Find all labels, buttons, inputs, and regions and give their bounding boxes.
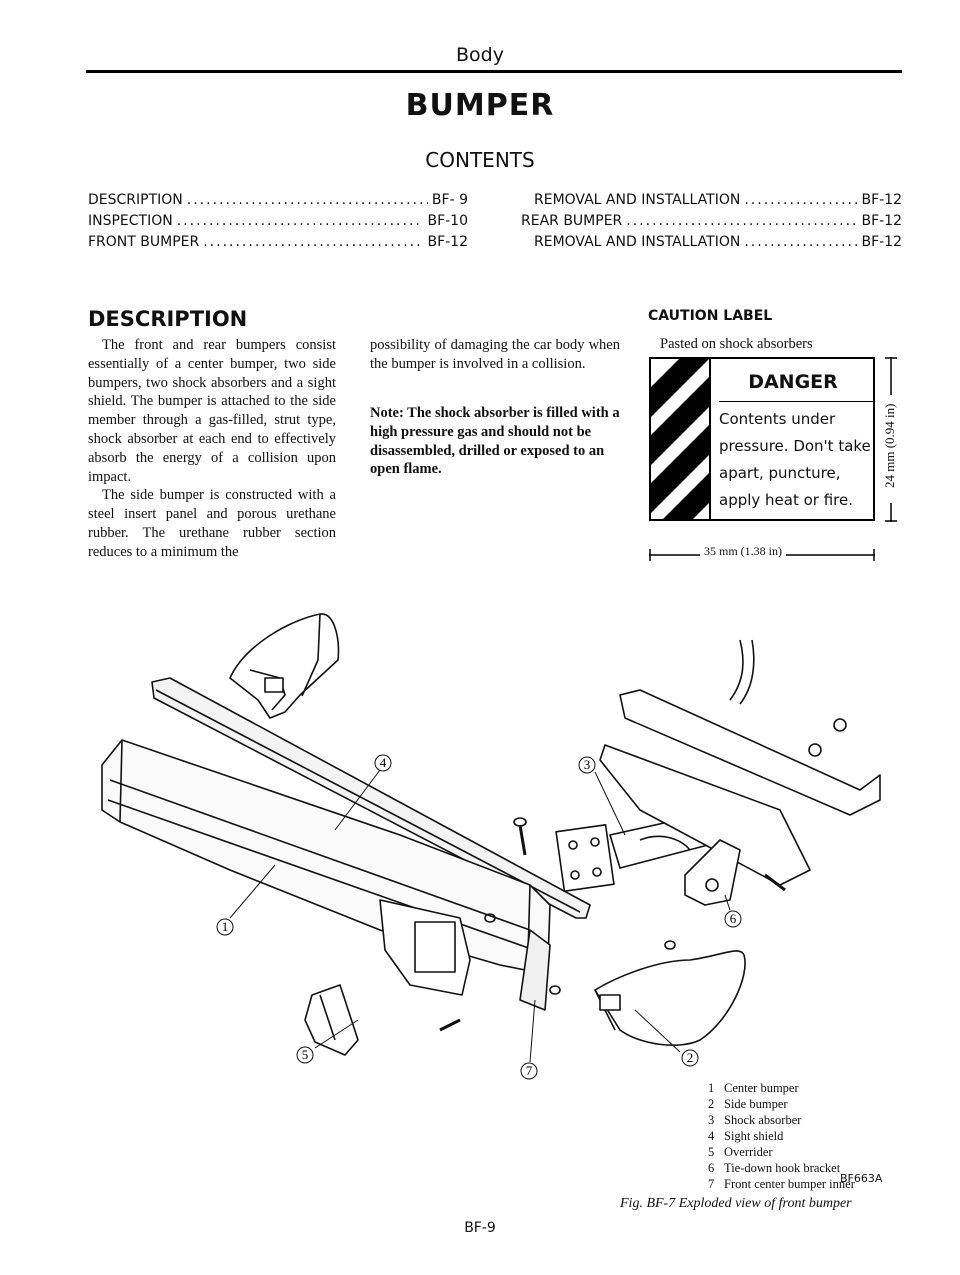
description-column-1: The front and rear bumpers consist essen… (88, 336, 336, 562)
toc-page: BF-12 (861, 234, 902, 250)
toc-label: FRONT BUMPER (88, 234, 200, 250)
toc-page: BF-12 (861, 192, 902, 208)
page-number: BF-9 (464, 1220, 496, 1236)
toc-entry[interactable]: REAR BUMPER BF-12 (521, 213, 902, 233)
danger-text-line: pressure. Don't take (719, 437, 871, 455)
svg-text:2: 2 (687, 1050, 694, 1065)
callout-7: 7 (520, 1062, 538, 1080)
description-column-2: possibility of damaging the car body whe… (370, 336, 620, 374)
toc-entry[interactable]: REMOVAL AND INSTALLATION BF-12 (534, 192, 902, 212)
center-bumper-inner (379, 899, 551, 1011)
height-dimension-label: 24 mm (0.94 in) (882, 403, 897, 489)
toc-entry[interactable]: INSPECTION BF-10 (88, 213, 468, 233)
toc-entry[interactable]: REMOVAL AND INSTALLATION BF-12 (534, 234, 902, 254)
toc-page: BF- 9 (431, 192, 468, 208)
danger-text-line: Contents under (719, 410, 836, 428)
width-dimension-label: 35 mm (1.38 in) (700, 544, 786, 559)
svg-text:5: 5 (302, 1047, 309, 1062)
header-rule (86, 70, 902, 73)
bolts (439, 817, 676, 1032)
side-bumper-right (594, 950, 746, 1046)
danger-text-line: apply heat or fire. (719, 491, 854, 509)
toc-label: INSPECTION (88, 213, 173, 229)
callout-4: 4 (374, 754, 392, 772)
toc-page: BF-10 (427, 213, 468, 229)
height-dimension (884, 357, 898, 522)
svg-text:4: 4 (380, 755, 387, 770)
description-heading: DESCRIPTION (88, 307, 248, 331)
toc-label: REAR BUMPER (521, 213, 623, 229)
sight-shield (151, 677, 591, 919)
callout-2: 2 (681, 1049, 699, 1067)
description-paragraph: The side bumper is constructed with a st… (88, 487, 336, 560)
svg-text:6: 6 (730, 911, 737, 926)
exploded-view-diagram: 1 2 3 4 5 6 7 (101, 613, 881, 1080)
caution-subheading: Pasted on shock absorbers (660, 336, 813, 352)
caution-heading: CAUTION LABEL (648, 308, 773, 324)
toc-entry[interactable]: FRONT BUMPER BF-12 (88, 234, 468, 254)
description-paragraph: The front and rear bumpers consist essen… (88, 337, 336, 485)
toc-label: REMOVAL AND INSTALLATION (534, 234, 741, 250)
toc-label: DESCRIPTION (88, 192, 183, 208)
figure-code: BF663A (840, 1172, 883, 1185)
side-bumper-left (229, 613, 340, 719)
callout-5: 5 (296, 1046, 314, 1064)
callout-6: 6 (724, 910, 742, 928)
danger-label: DANGER Contents under pressure. Don't ta… (649, 357, 875, 521)
callout-3: 3 (578, 756, 596, 774)
note: Note: The shock absorber is filled with … (370, 405, 620, 478)
toc-page: BF-12 (427, 234, 468, 250)
svg-text:1: 1 (222, 919, 229, 934)
toc-label: REMOVAL AND INSTALLATION (534, 192, 741, 208)
figure-caption: Fig. BF-7 Exploded view of front bumper (620, 1196, 852, 1211)
tie-down-hook-bracket (684, 839, 786, 906)
svg-text:3: 3 (584, 757, 591, 772)
toc-entry[interactable]: DESCRIPTION BF- 9 (88, 192, 468, 212)
description-paragraph: possibility of damaging the car body whe… (370, 337, 620, 372)
callout-1: 1 (216, 918, 234, 936)
page-title: BUMPER (405, 88, 555, 123)
section-header: Body (456, 44, 504, 66)
contents-heading: CONTENTS (425, 148, 535, 172)
danger-word: DANGER (748, 371, 838, 393)
svg-text:7: 7 (526, 1063, 533, 1078)
overrider (304, 984, 359, 1056)
hazard-stripes (651, 359, 709, 519)
toc-page: BF-12 (861, 213, 902, 229)
danger-text-line: apart, puncture, (719, 464, 841, 482)
